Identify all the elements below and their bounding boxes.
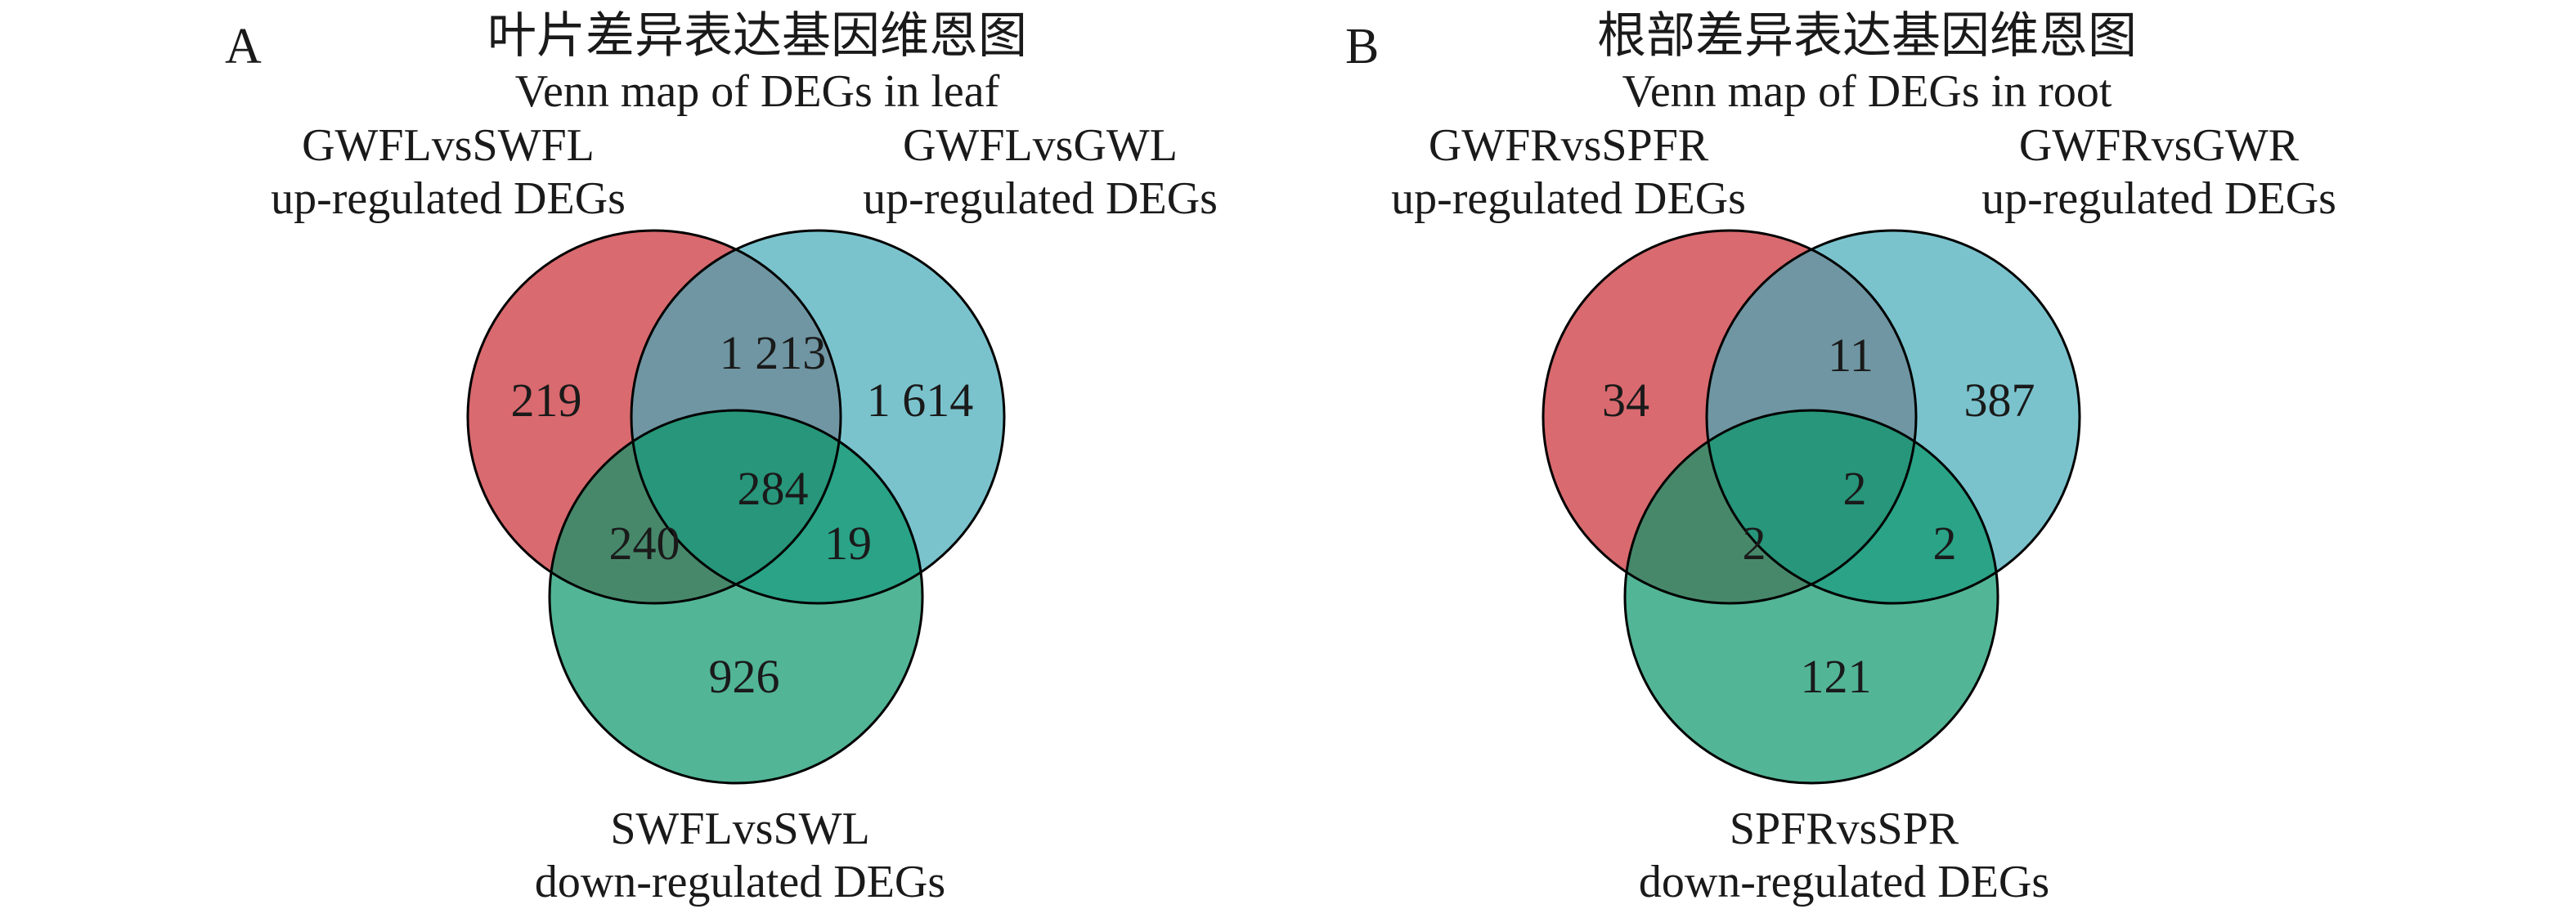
venn-b-set1-outline xyxy=(1542,229,1918,605)
count-b-set3-only: 121 xyxy=(1800,650,1872,703)
panel-a-set3-name: SWFLvsSWL xyxy=(610,804,870,854)
panel-b-letter: B xyxy=(1345,19,1380,74)
panel-b-title-en: Venn map of DEGs in root xyxy=(1622,66,2112,117)
count-a-set3-only: 926 xyxy=(708,650,780,703)
count-b-set2-only: 387 xyxy=(1963,374,2035,427)
count-a-set2-only: 1 614 xyxy=(866,374,974,427)
venn-a-set1-outline xyxy=(466,229,842,605)
venn-a-set3-fill xyxy=(550,410,922,783)
panel-b-set3-name: SPFRvsSPR xyxy=(1729,804,1959,854)
count-b-center: 2 xyxy=(1842,462,1867,515)
venn-b-set3-fill xyxy=(1625,410,1998,783)
panel-b-title-zh: 根部差异表达基因维恩图 xyxy=(1597,9,2137,63)
panel-a-title-zh: 叶片差异表达基因维恩图 xyxy=(487,9,1027,63)
count-b-set1-only: 34 xyxy=(1602,374,1649,427)
venn-b-set3-outline xyxy=(1623,409,1999,785)
panel-b-set3-label: SPFRvsSPR down-regulated DEGs xyxy=(1639,803,2049,909)
count-b-set1-set3: 2 xyxy=(1742,517,1766,570)
count-b-set2-set3: 2 xyxy=(1932,517,1957,570)
panel-a-title: 叶片差异表达基因维恩图 Venn map of DEGs in leaf xyxy=(487,7,1027,118)
panel-a-set1-regulation: up-regulated DEGs xyxy=(271,173,626,224)
count-a-set1-set2: 1 213 xyxy=(719,326,827,379)
panel-b-set1-regulation: up-regulated DEGs xyxy=(1391,173,1746,224)
panel-b-set2-label: GWFRvsGWR up-regulated DEGs xyxy=(1981,119,2336,226)
panel-a-set1-label: GWFLvsSWFL up-regulated DEGs xyxy=(271,119,626,226)
count-a-center: 284 xyxy=(737,462,809,515)
panel-b-set1-label: GWFRvsSPFR up-regulated DEGs xyxy=(1391,119,1746,226)
count-a-set1-only: 219 xyxy=(510,374,582,427)
venn-a-circles xyxy=(466,229,1006,785)
panel-a-title-en: Venn map of DEGs in leaf xyxy=(514,66,1000,117)
panel-a-set1-name: GWFLvsSWFL xyxy=(302,120,595,171)
panel-b-title: 根部差异表达基因维恩图 Venn map of DEGs in root xyxy=(1597,7,2137,118)
panel-a-set2-regulation: up-regulated DEGs xyxy=(863,173,1218,224)
panel-b-set2-name: GWFRvsGWR xyxy=(2018,120,2300,171)
venn-a-set3-outline xyxy=(548,409,924,785)
count-a-set1-set3: 240 xyxy=(608,517,680,570)
panel-a-set3-label: SWFLvsSWL down-regulated DEGs xyxy=(535,803,945,909)
panel-a-set2-name: GWFLvsGWL xyxy=(903,120,1178,171)
panel-b-set3-regulation: down-regulated DEGs xyxy=(1638,857,2050,907)
panel-a-set2-label: GWFLvsGWL up-regulated DEGs xyxy=(863,119,1218,226)
panel-b-set2-regulation: up-regulated DEGs xyxy=(1981,173,2336,224)
count-b-set1-set2: 11 xyxy=(1828,329,1874,382)
panel-a-set3-regulation: down-regulated DEGs xyxy=(534,857,946,907)
venn-a-set2-outline xyxy=(630,229,1006,605)
venn-b-circles xyxy=(1542,229,2081,785)
panel-b-set1-name: GWFRvsSPFR xyxy=(1428,120,1709,171)
venn-b-set2-outline xyxy=(1705,229,2081,605)
panel-a-letter: A xyxy=(225,19,262,74)
count-a-set2-set3: 19 xyxy=(824,517,872,570)
